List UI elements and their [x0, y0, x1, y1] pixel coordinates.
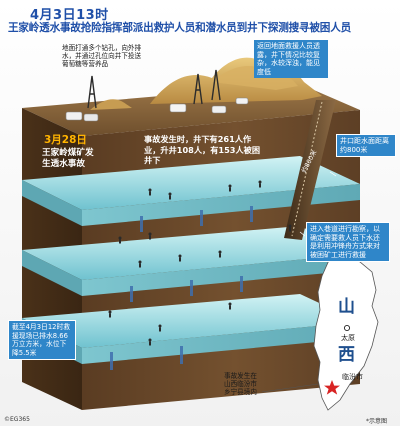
callout-date: 3月28日: [44, 134, 87, 146]
callout-accident: 王家岭煤矿发生透水事故: [42, 148, 94, 169]
credit: ©EG365: [4, 416, 30, 423]
taiyuan-marker: [343, 324, 351, 332]
map-glyph-top: 山: [338, 297, 355, 317]
callout-well-depth: 井口距水面距离约800米: [336, 134, 396, 158]
map-capital: 太原: [341, 334, 355, 342]
callout-rescuers: 返回地面救援人员透露，井下情况比较复杂，水较浑浊，能见度低: [254, 40, 328, 79]
tunnel-pillar: [110, 206, 253, 370]
callout-drilling: 地面打通多个钻孔，向外排水，并通过孔位向井下投送葡萄糖等营养品: [62, 44, 142, 68]
callout-drainage: 截至4月3日12时救援现场已排水8.66万立方米，水位下降5.5米: [8, 320, 76, 361]
map-glyph-bottom: 西: [338, 345, 355, 365]
accident-star-icon: [324, 380, 340, 395]
callout-location: 事故发生在山西临汾市乡宁县境内: [224, 372, 257, 396]
map-city: 临汾市: [342, 373, 363, 381]
headline-time: 4月3日13时: [30, 8, 109, 23]
water-layer: [22, 156, 360, 364]
drill-rig: [87, 69, 221, 109]
headline: 王家岭透水事故抢险指挥部派出救护人员和潜水员到井下探测搜寻被困人员: [8, 22, 351, 34]
shanxi-map-icon: [313, 251, 379, 411]
callout-method: 进入巷道进行勘察，以确定需要救人员下水还是利用冲锋舟方式来对被困矿工进行救援: [306, 222, 390, 263]
inclined-shaft: [284, 100, 336, 240]
diagram-note: *示意图: [366, 418, 388, 425]
vehicle: [65, 97, 249, 122]
worker-figure: [108, 180, 292, 346]
callout-workers: 事故发生时，井下有261人作业，升井108人，有153人被困井下: [144, 134, 261, 165]
